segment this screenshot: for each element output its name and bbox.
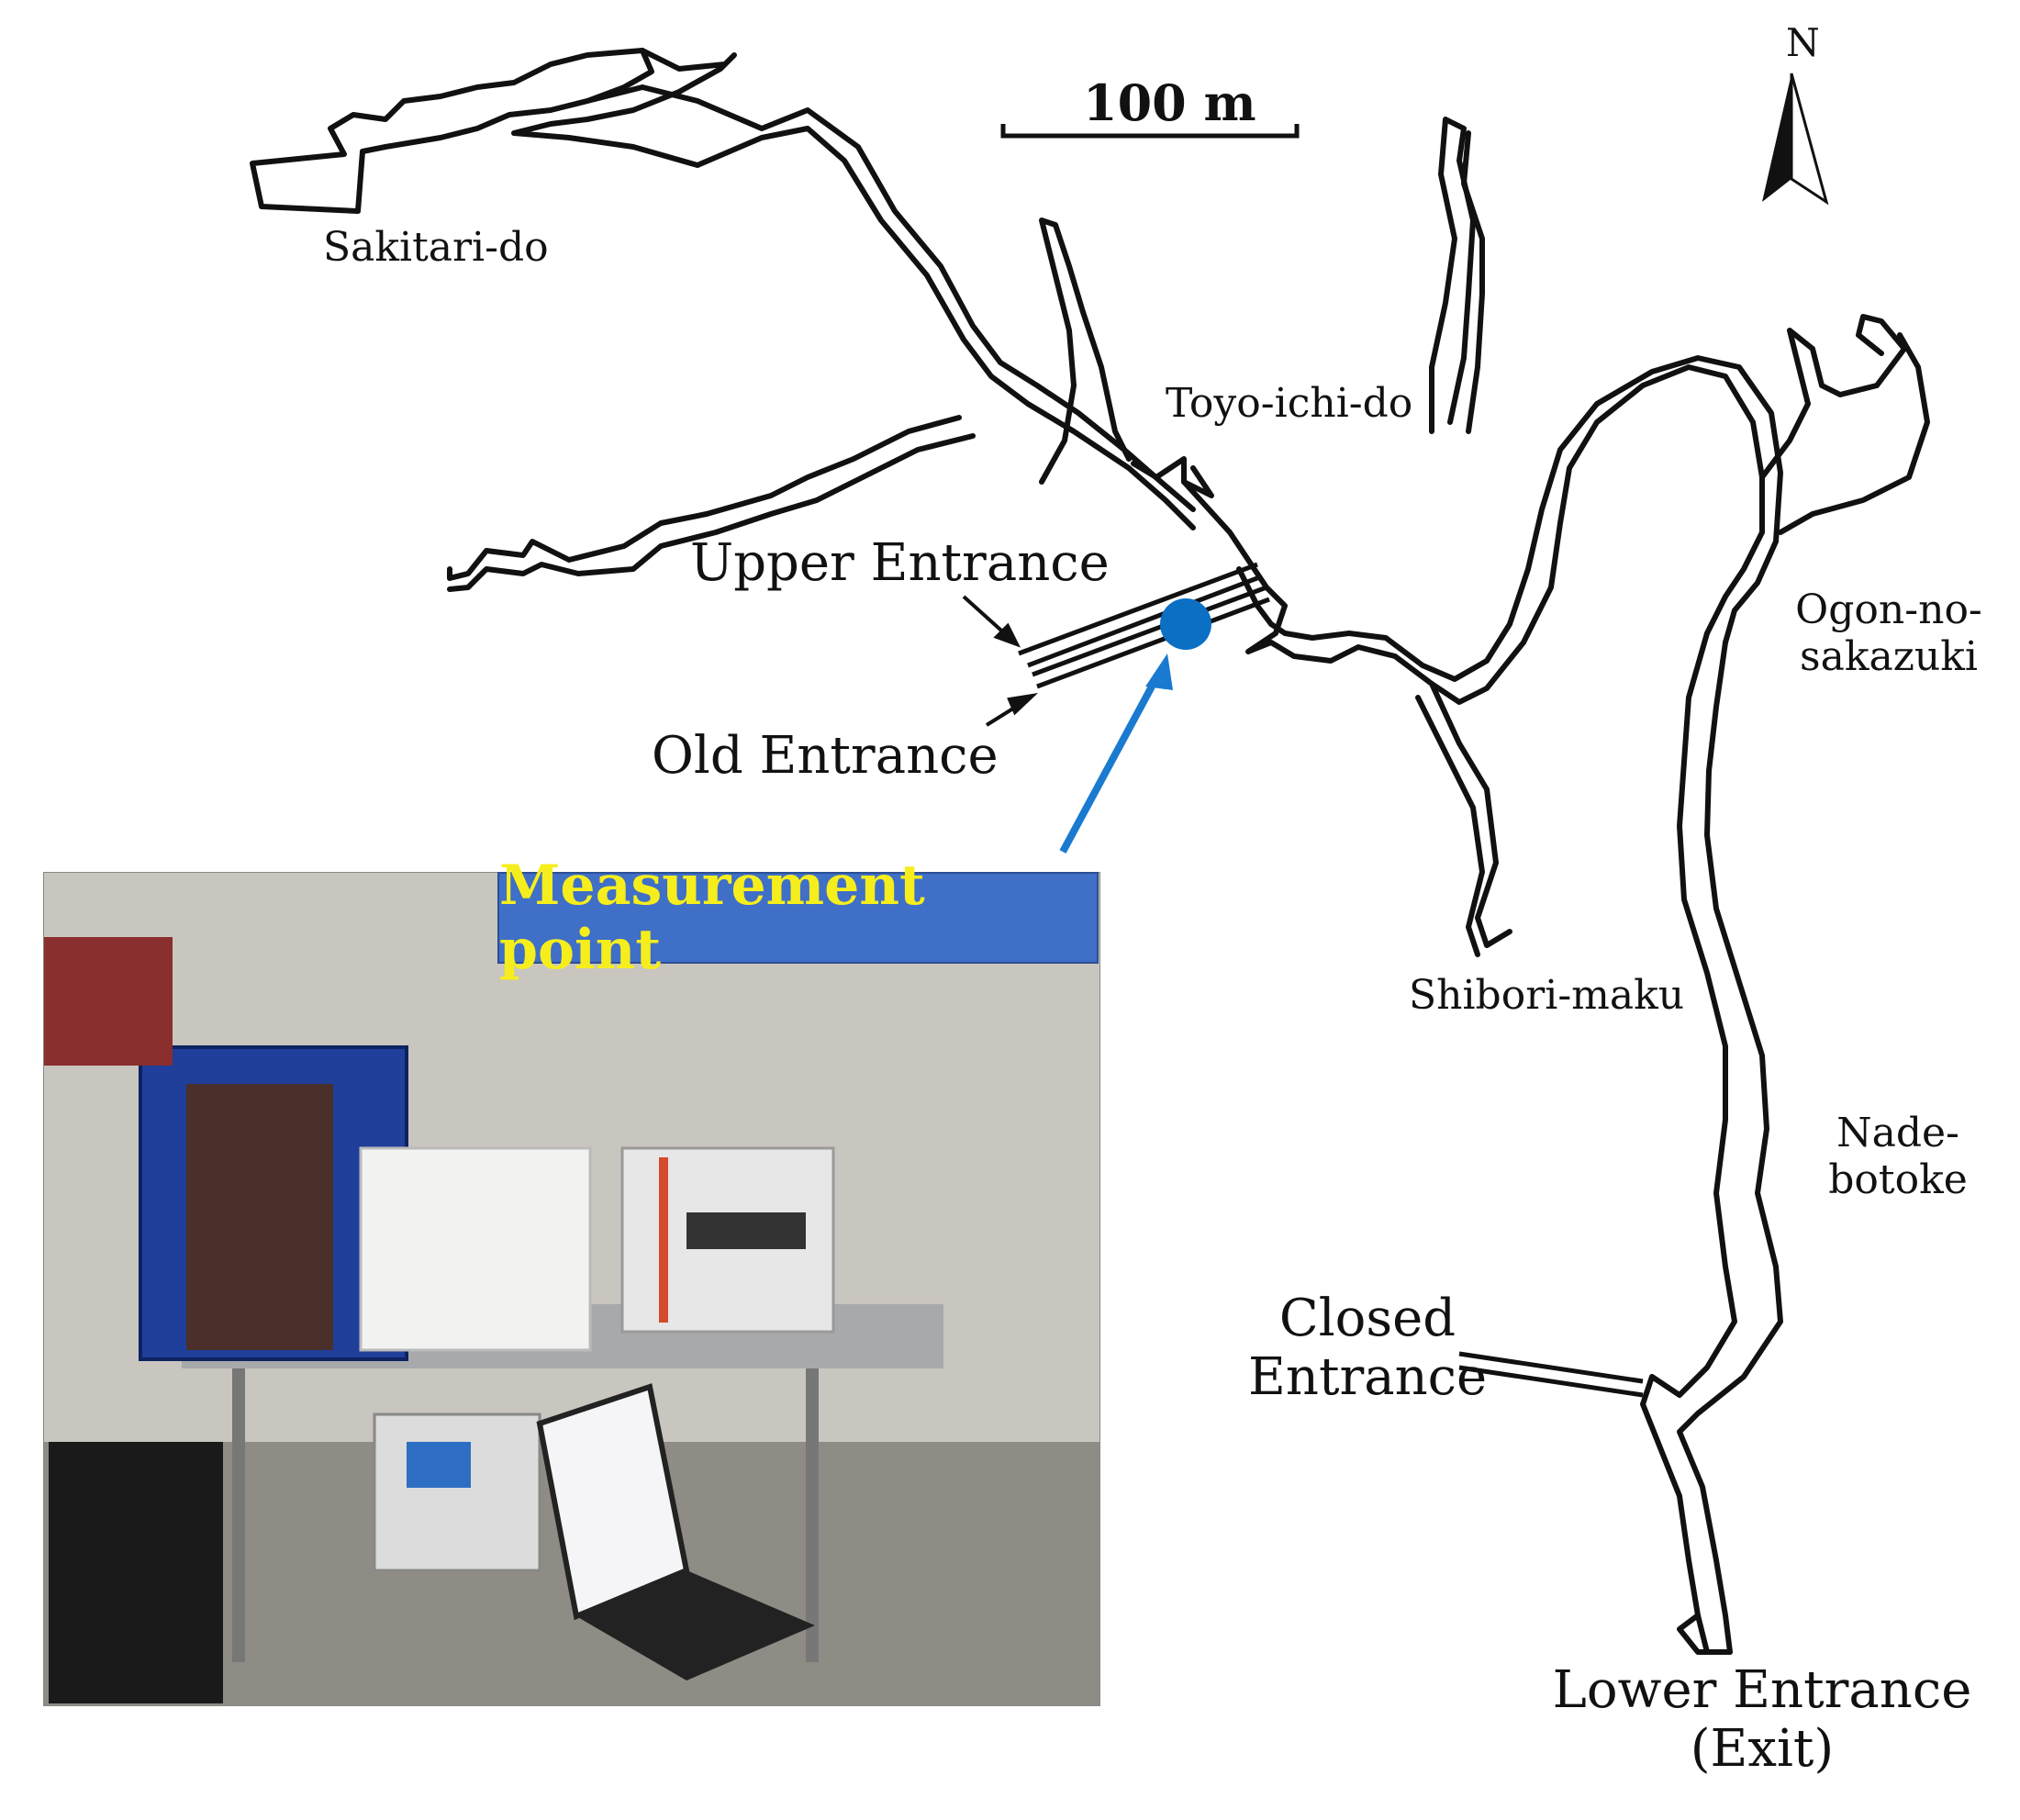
old-entrance-tunnel [1032, 585, 1270, 689]
passage-main-west-inner [585, 84, 1196, 512]
label-shibori-maku: Shibori-maku [1409, 972, 1685, 1019]
scale-bar [1000, 124, 1300, 139]
instrument-photo [43, 872, 1100, 1706]
table-leg-right [806, 1368, 819, 1662]
passage-ogon-outer [1759, 314, 1907, 480]
label-lower-line-2: (Exit) [1690, 1719, 1835, 1780]
label-lower-entrance: Lower Entrance (Exit) [1551, 1660, 1973, 1780]
table-leg-left [232, 1368, 245, 1662]
box-left [44, 937, 173, 1066]
passage-central-inner [1236, 355, 1783, 682]
label-closed-line-1: Closed [1278, 1289, 1456, 1348]
passage-north-branch-inner [1461, 130, 1485, 434]
laptop-keyboard [576, 1570, 815, 1680]
label-ogon-line-1: Ogon-no- [1795, 586, 1982, 633]
passage-ogon-inner [1778, 332, 1930, 535]
label-nade-botoke: Nade- botoke [1815, 1110, 1981, 1203]
measurement-arrowhead [1145, 653, 1173, 690]
closed-entrance-tunnel [1458, 1351, 1644, 1398]
label-lower-line-1: Lower Entrance [1552, 1660, 1972, 1720]
passage-south-outer [1640, 631, 1737, 1655]
north-label: N [1786, 20, 1820, 65]
instrument-front-panel [186, 1084, 333, 1350]
measurement-arrow-shaft [1059, 673, 1162, 854]
north-arrow-right-half [1790, 73, 1829, 206]
pump-unit [373, 1412, 541, 1572]
north-arrow-left-half [1762, 73, 1791, 202]
passage-north-branch-outer [1429, 117, 1476, 434]
measurement-point-marker [1160, 598, 1211, 650]
passage-central-outer [1181, 364, 1765, 705]
passage-southwest-inner [447, 433, 976, 592]
pump-screen [407, 1442, 471, 1488]
label-closed-entrance: Closed Entrance [1248, 1289, 1488, 1408]
old-entrance-arrowhead [1007, 693, 1039, 716]
black-case [49, 1442, 223, 1703]
detector-display [686, 1212, 806, 1249]
passage-south-inner [1677, 640, 1783, 1655]
label-ogon-line-2: sakazuki [1800, 632, 1978, 680]
measurement-point-banner: Measurement point [497, 854, 1099, 982]
passage-main-west-outer [511, 48, 1196, 530]
label-upper-entrance: Upper Entrance [690, 533, 1110, 593]
label-old-entrance: Old Entrance [652, 726, 999, 786]
label-sakitari-do: Sakitari-do [323, 224, 549, 271]
passage-south-end [1677, 1613, 1733, 1655]
label-toyo-ichi-do: Toyo-ichi-do [1166, 380, 1413, 427]
passage-toyo-ichi-do-outer [1039, 218, 1132, 485]
label-ogon-no-sakazuki: Ogon-no- sakazuki [1788, 586, 1990, 680]
passage-shibori-maku-outer [1429, 681, 1512, 948]
upper-entrance-arrowhead [993, 622, 1021, 648]
passage-southwest-outer [447, 415, 962, 581]
scale-label: 100 m [1083, 73, 1256, 132]
styrofoam-box [359, 1146, 592, 1352]
label-closed-line-2: Entrance [1248, 1347, 1488, 1408]
passage-shibori-maku-inner [1415, 695, 1485, 957]
passage-sakitari-do [250, 48, 654, 214]
upper-entrance-tunnel [1018, 562, 1263, 668]
label-nade-line-2: botoke [1828, 1156, 1968, 1203]
passage-toyo-ichi-do-inner [1131, 456, 1214, 498]
red-stripe [659, 1157, 668, 1323]
label-nade-line-1: Nade- [1836, 1110, 1959, 1156]
